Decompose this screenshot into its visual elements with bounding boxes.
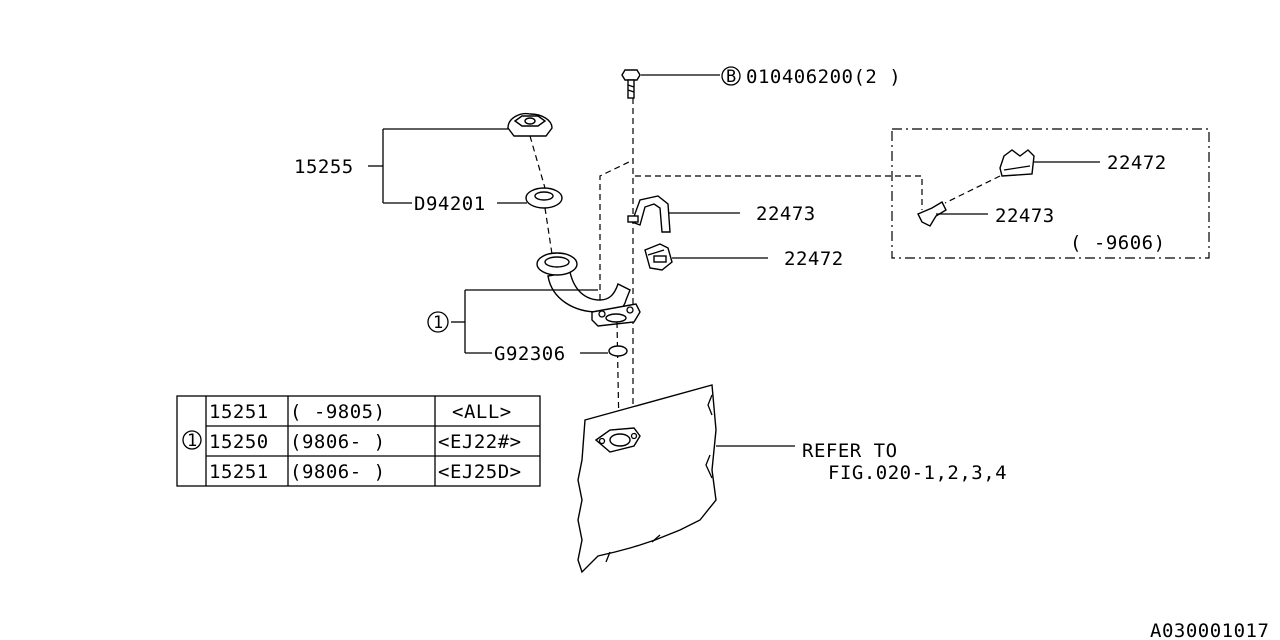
figure-id: A030001017 [1150,620,1269,640]
inset-clip-b-part-number: 22473 [995,205,1055,227]
inset-clip-a-part-number: 22472 [1107,152,1167,174]
table-row-2-spec: <EJ22#> [438,431,522,453]
dash-routing [599,159,923,300]
assembly-bracket [451,289,598,354]
gasket-dash-line [544,207,553,255]
inset-clip-22473-part [917,201,947,227]
assembly-badge: 1 [433,313,443,333]
inset-dash-line [944,175,1001,204]
gasket-part-number: D94201 [414,193,486,215]
refer-line-2: FIG.020-1,2,3,4 [828,462,1007,484]
table-badge-circle [182,430,202,450]
table-row-1-spec: <ALL> [452,401,512,423]
refer-line-1: REFER TO [802,440,898,462]
bolt-part-number: 010406200(2 ) [746,66,901,88]
assembly-badge-circle [427,311,449,333]
part-table [176,395,541,487]
inset-clip-22472-part [999,149,1035,177]
table-row-1-part: 15251 [209,401,269,423]
clip-upper-part-number: 22473 [756,203,816,225]
o-ring-part-number: G92306 [494,343,566,365]
table-row-2-date: (9806- ) [290,431,386,453]
table-row-2-part: 15250 [209,431,269,453]
cap-dash-line [529,135,546,189]
inset-note: ( -9606) [1070,232,1166,254]
inset-box [891,128,1210,259]
clip-22472-part [644,243,673,271]
clip-lower-part-number: 22472 [784,248,844,270]
engine-block-part [577,384,717,574]
bolt-badge: B [726,67,736,87]
o-ring-part [608,345,628,357]
table-badge: 1 [187,431,197,451]
bolt-badge-circle [721,66,741,86]
bolt-part [621,69,641,99]
filler-cap-part [507,112,553,137]
table-row-1-date: ( -9805) [290,401,386,423]
cap-group-part-number: 15255 [294,156,354,178]
cap-group-bracket [368,128,508,204]
gasket-part [525,187,563,209]
filler-pipe-part [536,252,641,327]
table-row-3-spec: <EJ25D> [438,461,522,483]
clip-22473-part [627,195,671,233]
table-row-3-part: 15251 [209,461,269,483]
table-row-3-date: (9806- ) [290,461,386,483]
